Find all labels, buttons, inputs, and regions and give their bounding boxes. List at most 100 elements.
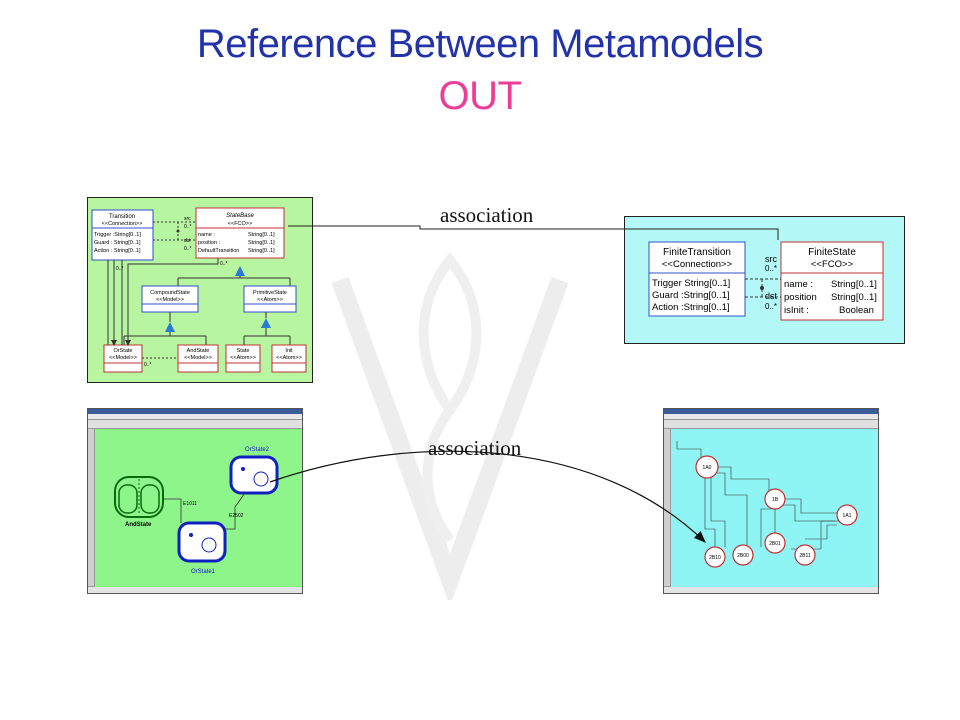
class-andstate	[177, 344, 219, 373]
class-name: AndState	[187, 348, 210, 354]
class-attr: name :	[784, 279, 813, 290]
role-label: src	[184, 216, 191, 222]
slide-subtitle: OUT	[438, 74, 522, 118]
window-titlebar	[88, 409, 302, 414]
window-menubar	[664, 414, 878, 420]
association-line-top	[288, 225, 779, 240]
class-attr-type: String[0..1]	[831, 292, 877, 303]
class-attr: DefaultTransition	[198, 248, 239, 254]
role-label: 0..*	[116, 266, 124, 272]
class-stereotype: <<FCO>>	[811, 259, 854, 270]
left-model-canvas: OrState2 AndState OrState1 E1011 E2502	[95, 429, 302, 587]
class-stereotype: <<Model>>	[156, 297, 184, 303]
class-attr: position :	[198, 240, 220, 246]
role-label: dst	[765, 291, 778, 301]
slide-title: Reference Between Metamodels	[196, 22, 764, 66]
class-attr: isInit :	[784, 305, 809, 316]
window-sidebar	[664, 429, 671, 587]
right-metamodel-diagram: FiniteTransition <<Connection>> Trigger …	[648, 241, 884, 321]
watermark-logo	[331, 251, 569, 600]
class-stereotype: <<Atom>>	[230, 355, 256, 361]
model-node-1a0	[695, 455, 719, 479]
role-label: dst	[184, 238, 191, 244]
window-menubar	[88, 414, 302, 420]
class-state	[225, 344, 261, 373]
right-model-canvas: 1A0 1B 1A1 2B01 2B11 2B10 2B00	[671, 429, 878, 587]
window-toolbar	[88, 420, 302, 429]
role-label: 0..*	[184, 224, 192, 230]
model-node-label: 2B10	[709, 555, 721, 561]
class-name: PrimitiveState	[253, 290, 287, 296]
class-name: Init	[285, 348, 293, 354]
role-label: 0..*	[765, 264, 777, 273]
model-node-2b10	[704, 546, 726, 568]
window-toolbar	[664, 420, 878, 429]
model-node-label: OrState2	[245, 447, 270, 453]
class-attr: Trigger :String[0..1]	[94, 232, 141, 238]
class-finitetransition	[648, 241, 746, 317]
class-statebase	[195, 207, 285, 259]
role-label: 0..*	[220, 261, 228, 267]
class-stereotype: <<Model>>	[109, 355, 137, 361]
class-name: CompoundState	[150, 290, 190, 296]
window-sidebar	[88, 429, 95, 587]
model-node-label: 2B01	[769, 541, 781, 547]
left-metamodel-diagram: Transition <<Connection>> Trigger :Strin…	[91, 207, 307, 373]
class-name: FiniteState	[808, 247, 856, 258]
model-node-label: 2B00	[737, 553, 749, 559]
model-node-2b11	[794, 544, 816, 566]
class-stereotype: <<Connection>>	[102, 221, 143, 227]
class-attr: Trigger String[0..1]	[652, 278, 730, 289]
class-attr-type: String[0..1]	[831, 279, 877, 290]
class-attr-type: String[0..1]	[248, 232, 275, 238]
class-name: StateBase	[226, 213, 254, 219]
left-model-window: OrState2 AndState OrState1 E1011 E2502	[87, 408, 303, 594]
class-compoundstate	[141, 285, 199, 313]
model-node-2b00	[732, 544, 754, 566]
class-name: Transition	[109, 214, 135, 220]
class-attr: name :	[198, 232, 215, 238]
class-stereotype: <<Atom>>	[257, 297, 283, 303]
class-attr: Guard : String[0..1]	[94, 240, 141, 246]
model-node-label: 1A0	[703, 465, 712, 471]
right-metamodel-panel: FiniteTransition <<Connection>> Trigger …	[624, 216, 905, 344]
class-init	[271, 344, 307, 373]
class-stereotype: <<Connection>>	[662, 259, 733, 270]
model-node-label: OrState1	[191, 569, 216, 575]
class-primitivestate	[243, 285, 297, 313]
model-node-1a1	[836, 504, 858, 526]
model-node-label: 2B11	[799, 553, 811, 559]
class-name: State	[237, 348, 250, 354]
class-attr: Guard :String[0..1]	[652, 290, 730, 301]
class-finitestate	[780, 241, 884, 321]
class-attr-type: String[0..1]	[248, 248, 275, 254]
window-titlebar	[664, 409, 878, 414]
class-name: FiniteTransition	[663, 247, 731, 258]
class-attr: Action : String[0..1]	[94, 248, 141, 254]
right-model-window: 1A0 1B 1A1 2B01 2B11 2B10 2B00	[663, 408, 879, 594]
model-node-2b01	[764, 532, 786, 554]
class-attr: Action :String[0..1]	[652, 302, 730, 313]
model-node-label: 1A1	[843, 513, 852, 519]
association-line-bottom	[269, 450, 706, 543]
model-node-label: AndState	[125, 522, 152, 528]
model-node-label: 1B	[772, 497, 779, 503]
class-stereotype: <<FCO>>	[228, 221, 252, 227]
association-label-top: association	[440, 203, 534, 227]
model-node-orstate1	[177, 521, 227, 563]
class-attr: position	[784, 292, 817, 303]
model-node-andstate	[114, 476, 164, 518]
role-label: 0..*	[765, 302, 777, 311]
model-node-1b	[764, 488, 786, 510]
role-label: 0..*	[184, 246, 192, 252]
class-stereotype: <<Atom>>	[276, 355, 302, 361]
model-edge-label: E2502	[229, 513, 244, 519]
left-metamodel-panel: Transition <<Connection>> Trigger :Strin…	[87, 197, 313, 383]
model-edge-label: E1011	[183, 501, 197, 507]
class-stereotype: <<Model>>	[184, 355, 212, 361]
class-name: OrState	[114, 348, 133, 354]
role-label: src	[765, 254, 777, 264]
class-attr-type: Boolean	[839, 305, 874, 316]
role-label: 0..*	[144, 362, 152, 368]
